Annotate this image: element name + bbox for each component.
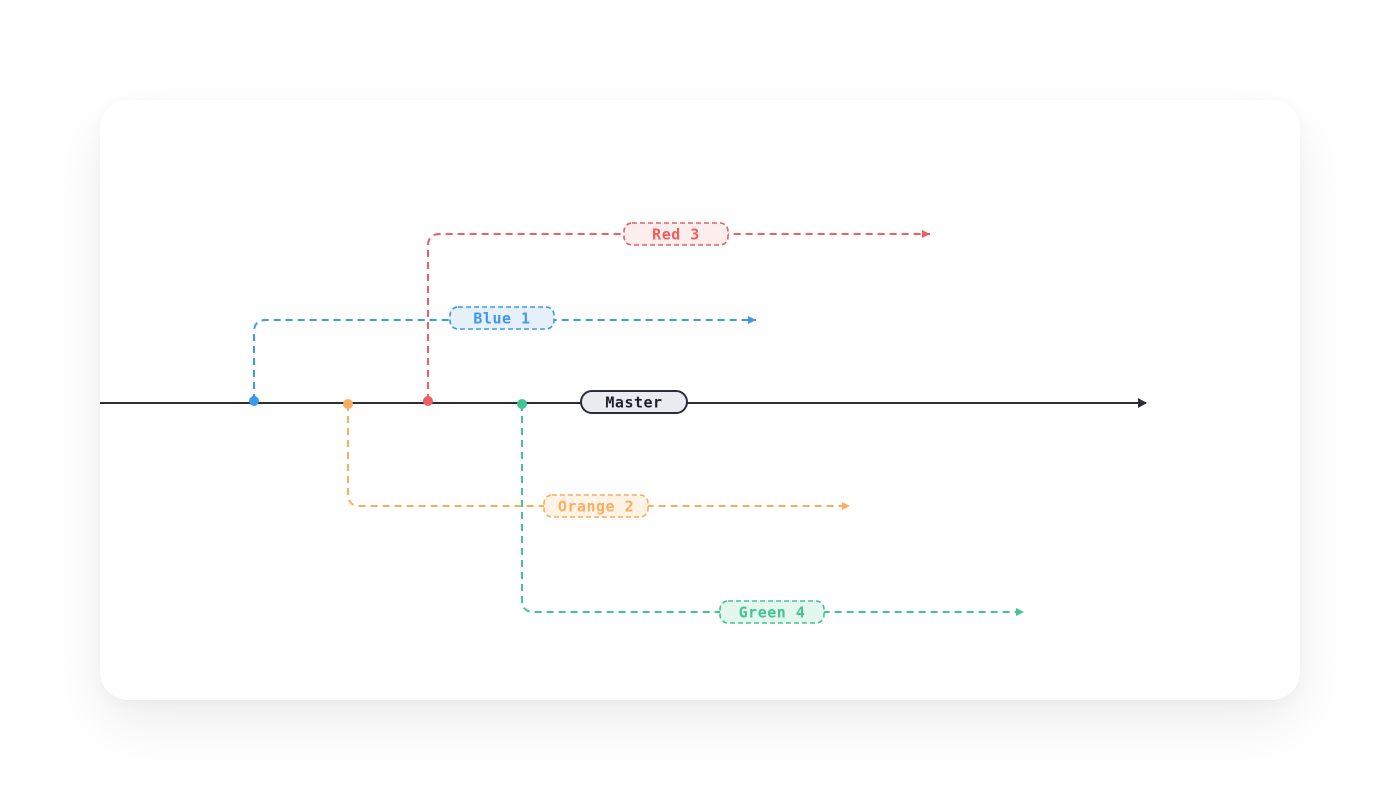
- branch-label-orange: Orange 2: [558, 498, 634, 516]
- branch-label-red: Red 3: [652, 226, 700, 244]
- branch-line-orange: [347, 404, 850, 510]
- branch-label-green: Green 4: [739, 604, 806, 622]
- branch-pill-blue: Blue 1: [449, 306, 555, 330]
- branch-line-green: [521, 404, 1024, 616]
- branch-pill-red: Red 3: [623, 222, 729, 246]
- commit-dot-green: [517, 399, 527, 409]
- commit-dot-red: [423, 396, 433, 406]
- branch-label-blue: Blue 1: [473, 310, 530, 328]
- commit-dot-blue: [249, 396, 259, 406]
- master-label-pill: Master: [580, 390, 688, 414]
- branch-line-red: [427, 230, 930, 401]
- master-label: Master: [605, 394, 662, 412]
- branch-pill-green: Green 4: [719, 600, 825, 624]
- commit-dot-orange: [343, 399, 353, 409]
- diagram-card: [100, 100, 1300, 700]
- branch-line-blue: [253, 316, 756, 401]
- branch-pill-orange: Orange 2: [543, 494, 649, 518]
